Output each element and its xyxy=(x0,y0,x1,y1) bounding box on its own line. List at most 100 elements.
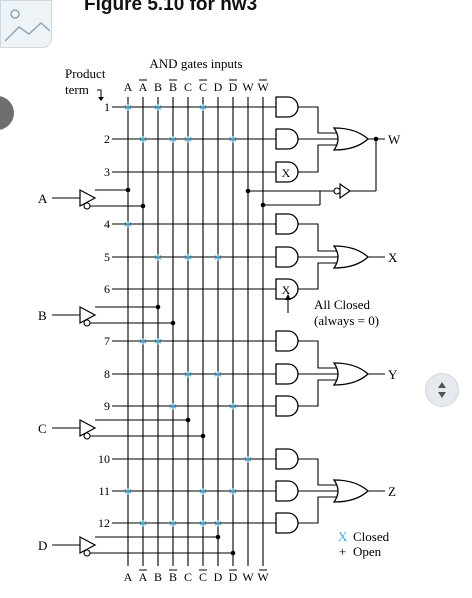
junction-dot xyxy=(140,203,146,209)
gate-x-mark: X xyxy=(282,283,291,297)
closed-fuse-mark: ∗ xyxy=(138,334,148,350)
column-label-top: B xyxy=(154,80,162,94)
column-label-top: C xyxy=(184,80,192,94)
term-number: 1 xyxy=(104,100,110,114)
closed-fuse-mark: ∗ xyxy=(123,217,133,233)
column-label-top: W xyxy=(242,80,254,94)
note-text: (always = 0) xyxy=(314,313,379,328)
or-gate xyxy=(332,362,369,386)
and-gate xyxy=(275,480,299,502)
product-term-arrowhead xyxy=(98,97,104,101)
and-gate xyxy=(275,395,299,417)
closed-fuse-mark: ∗ xyxy=(183,250,193,266)
column-label-top: D xyxy=(214,80,223,94)
image-thumbnail[interactable] xyxy=(0,0,52,48)
closed-fuse-mark: ∗ xyxy=(168,516,178,532)
top-bar: Figure 5.10 for hw3 xyxy=(0,0,472,52)
note-text: All Closed xyxy=(314,297,370,312)
or-gate xyxy=(332,127,369,151)
closed-fuse-mark: ∗ xyxy=(153,250,163,266)
column-label-bottom: A xyxy=(139,570,148,584)
junction-dot xyxy=(200,433,206,439)
product-term-arrow xyxy=(97,89,102,99)
term-number: 3 xyxy=(104,165,110,179)
column-label-bottom: W xyxy=(257,570,269,584)
junction-dot xyxy=(125,187,131,193)
inverter-bubble xyxy=(83,432,91,440)
column-label-bottom: D xyxy=(214,570,223,584)
legend-closed-label: Closed xyxy=(353,529,390,544)
closed-fuse-mark: ∗ xyxy=(123,484,133,500)
column-label-bottom: C xyxy=(184,570,192,584)
column-label-top: D xyxy=(229,80,238,94)
closed-fuse-mark: ∗ xyxy=(198,484,208,500)
closed-fuse-mark: ∗ xyxy=(183,367,193,383)
closed-fuse-mark: ∗ xyxy=(153,334,163,350)
junction-dot xyxy=(373,136,379,142)
or-gate xyxy=(332,479,369,503)
feedback-buffer xyxy=(339,182,352,200)
figure-title: Figure 5.10 for hw3 xyxy=(84,0,258,15)
image-icon xyxy=(4,9,51,42)
junction-dot xyxy=(260,202,266,208)
and-gate xyxy=(275,161,299,183)
side-handle[interactable] xyxy=(0,96,14,130)
inverter-bubble xyxy=(83,549,91,557)
gate-connection xyxy=(298,496,339,524)
junction-dot xyxy=(185,417,191,423)
diagram-header: AND gates inputs xyxy=(149,56,242,71)
and-gate xyxy=(275,330,299,352)
and-gate xyxy=(275,128,299,150)
junction-dot xyxy=(245,188,251,194)
term-number: 5 xyxy=(104,250,110,264)
term-number: 7 xyxy=(104,334,110,348)
column-label-top: B xyxy=(169,80,177,94)
term-number: 10 xyxy=(98,452,110,466)
input-buffer xyxy=(79,189,97,207)
output-label: Y xyxy=(388,367,398,382)
column-label-bottom: W xyxy=(242,570,254,584)
closed-fuse-mark: ∗ xyxy=(198,100,208,116)
or-gate xyxy=(332,245,369,269)
junction-dot xyxy=(170,320,176,326)
input-label: A xyxy=(38,191,48,206)
legend-closed-symbol: X xyxy=(338,529,348,544)
column-label-bottom: B xyxy=(154,570,162,584)
output-label: W xyxy=(388,132,401,147)
closed-fuse-mark: ∗ xyxy=(213,250,223,266)
junction-dot xyxy=(215,534,221,540)
inverter-bubble xyxy=(83,202,91,210)
column-label-bottom: C xyxy=(199,570,207,584)
closed-fuse-mark: ∗ xyxy=(228,132,238,148)
junction-dot xyxy=(155,304,161,310)
column-label-top: C xyxy=(199,80,207,94)
column-label-bottom: A xyxy=(124,570,133,584)
term-number: 9 xyxy=(104,399,110,413)
legend-open-symbol: + xyxy=(339,544,346,559)
closed-fuse-mark: ∗ xyxy=(228,399,238,415)
gate-connection xyxy=(298,144,339,173)
scroll-button[interactable] xyxy=(425,373,459,407)
input-label: B xyxy=(38,308,47,323)
closed-fuse-mark: ∗ xyxy=(183,132,193,148)
output-label: Z xyxy=(388,484,396,499)
column-label-bottom: B xyxy=(169,570,177,584)
term-number: 11 xyxy=(98,484,110,498)
closed-fuse-mark: ∗ xyxy=(228,484,238,500)
closed-fuse-mark: ∗ xyxy=(153,100,163,116)
closed-fuse-mark: ∗ xyxy=(213,516,223,532)
feedback-inverter-bubble xyxy=(333,187,341,195)
gate-x-mark: X xyxy=(282,166,291,180)
term-number: 6 xyxy=(104,282,110,296)
junction-dot xyxy=(230,550,236,556)
product-term-label: Product xyxy=(65,66,106,81)
closed-fuse-mark: ∗ xyxy=(198,516,208,532)
column-label-top: A xyxy=(139,80,148,94)
column-label-top: A xyxy=(124,80,133,94)
closed-fuse-mark: ∗ xyxy=(138,516,148,532)
column-label-top: W xyxy=(257,80,269,94)
term-number: 8 xyxy=(104,367,110,381)
term-number: 4 xyxy=(104,217,110,231)
